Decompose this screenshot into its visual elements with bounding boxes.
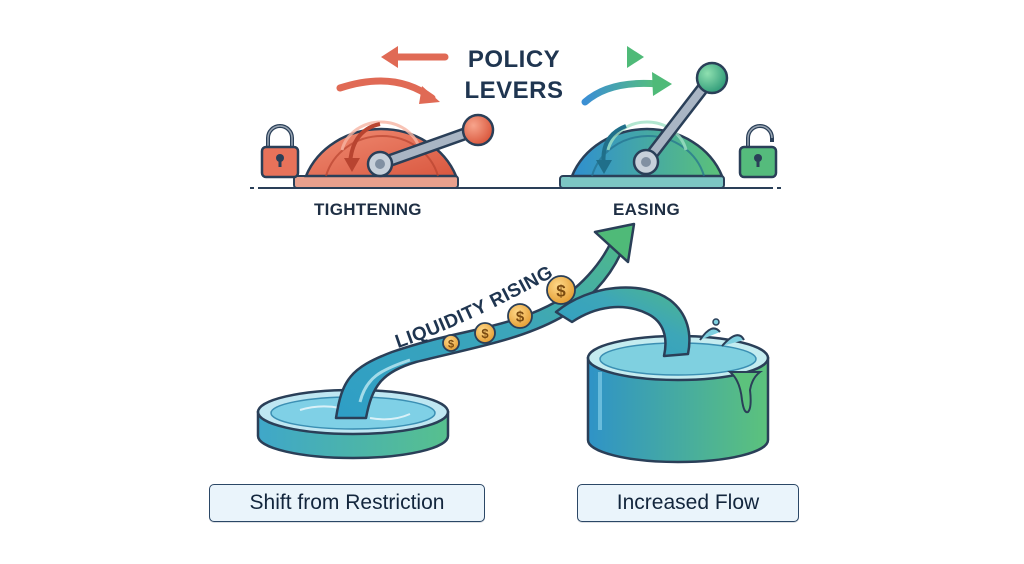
- lock-open-icon: [738, 124, 778, 179]
- restriction-caption: Shift from Restriction: [209, 484, 485, 522]
- right-arrow-icon: [581, 46, 644, 68]
- coin-icon: $: [474, 322, 496, 344]
- coin-icon: $: [507, 303, 533, 329]
- lock-closed-icon: [260, 124, 300, 179]
- coin-icon: $: [442, 334, 460, 352]
- title-line-1: POLICY: [467, 46, 561, 73]
- svg-text:$: $: [556, 282, 566, 301]
- easing-lever: [559, 61, 729, 189]
- overflow-stream: [554, 286, 691, 358]
- tightening-lever: [293, 77, 495, 189]
- title-line-2: LEVERS: [464, 77, 564, 104]
- tightening-rotation-arrow: [336, 77, 436, 102]
- tightening-label: TIGHTENING: [314, 200, 422, 219]
- coin-icon: $: [546, 275, 576, 305]
- diagram-title: POLICY LEVERS: [440, 44, 588, 106]
- left-arrow-icon: [381, 46, 449, 68]
- easing-rotation-arrow: [581, 79, 662, 106]
- svg-text:$: $: [481, 326, 489, 341]
- increased-flow-pool: [586, 318, 770, 464]
- svg-text:$: $: [516, 309, 525, 326]
- easing-label: EASING: [613, 200, 680, 219]
- svg-text:$: $: [448, 339, 454, 351]
- increased-flow-caption: Increased Flow: [577, 484, 799, 522]
